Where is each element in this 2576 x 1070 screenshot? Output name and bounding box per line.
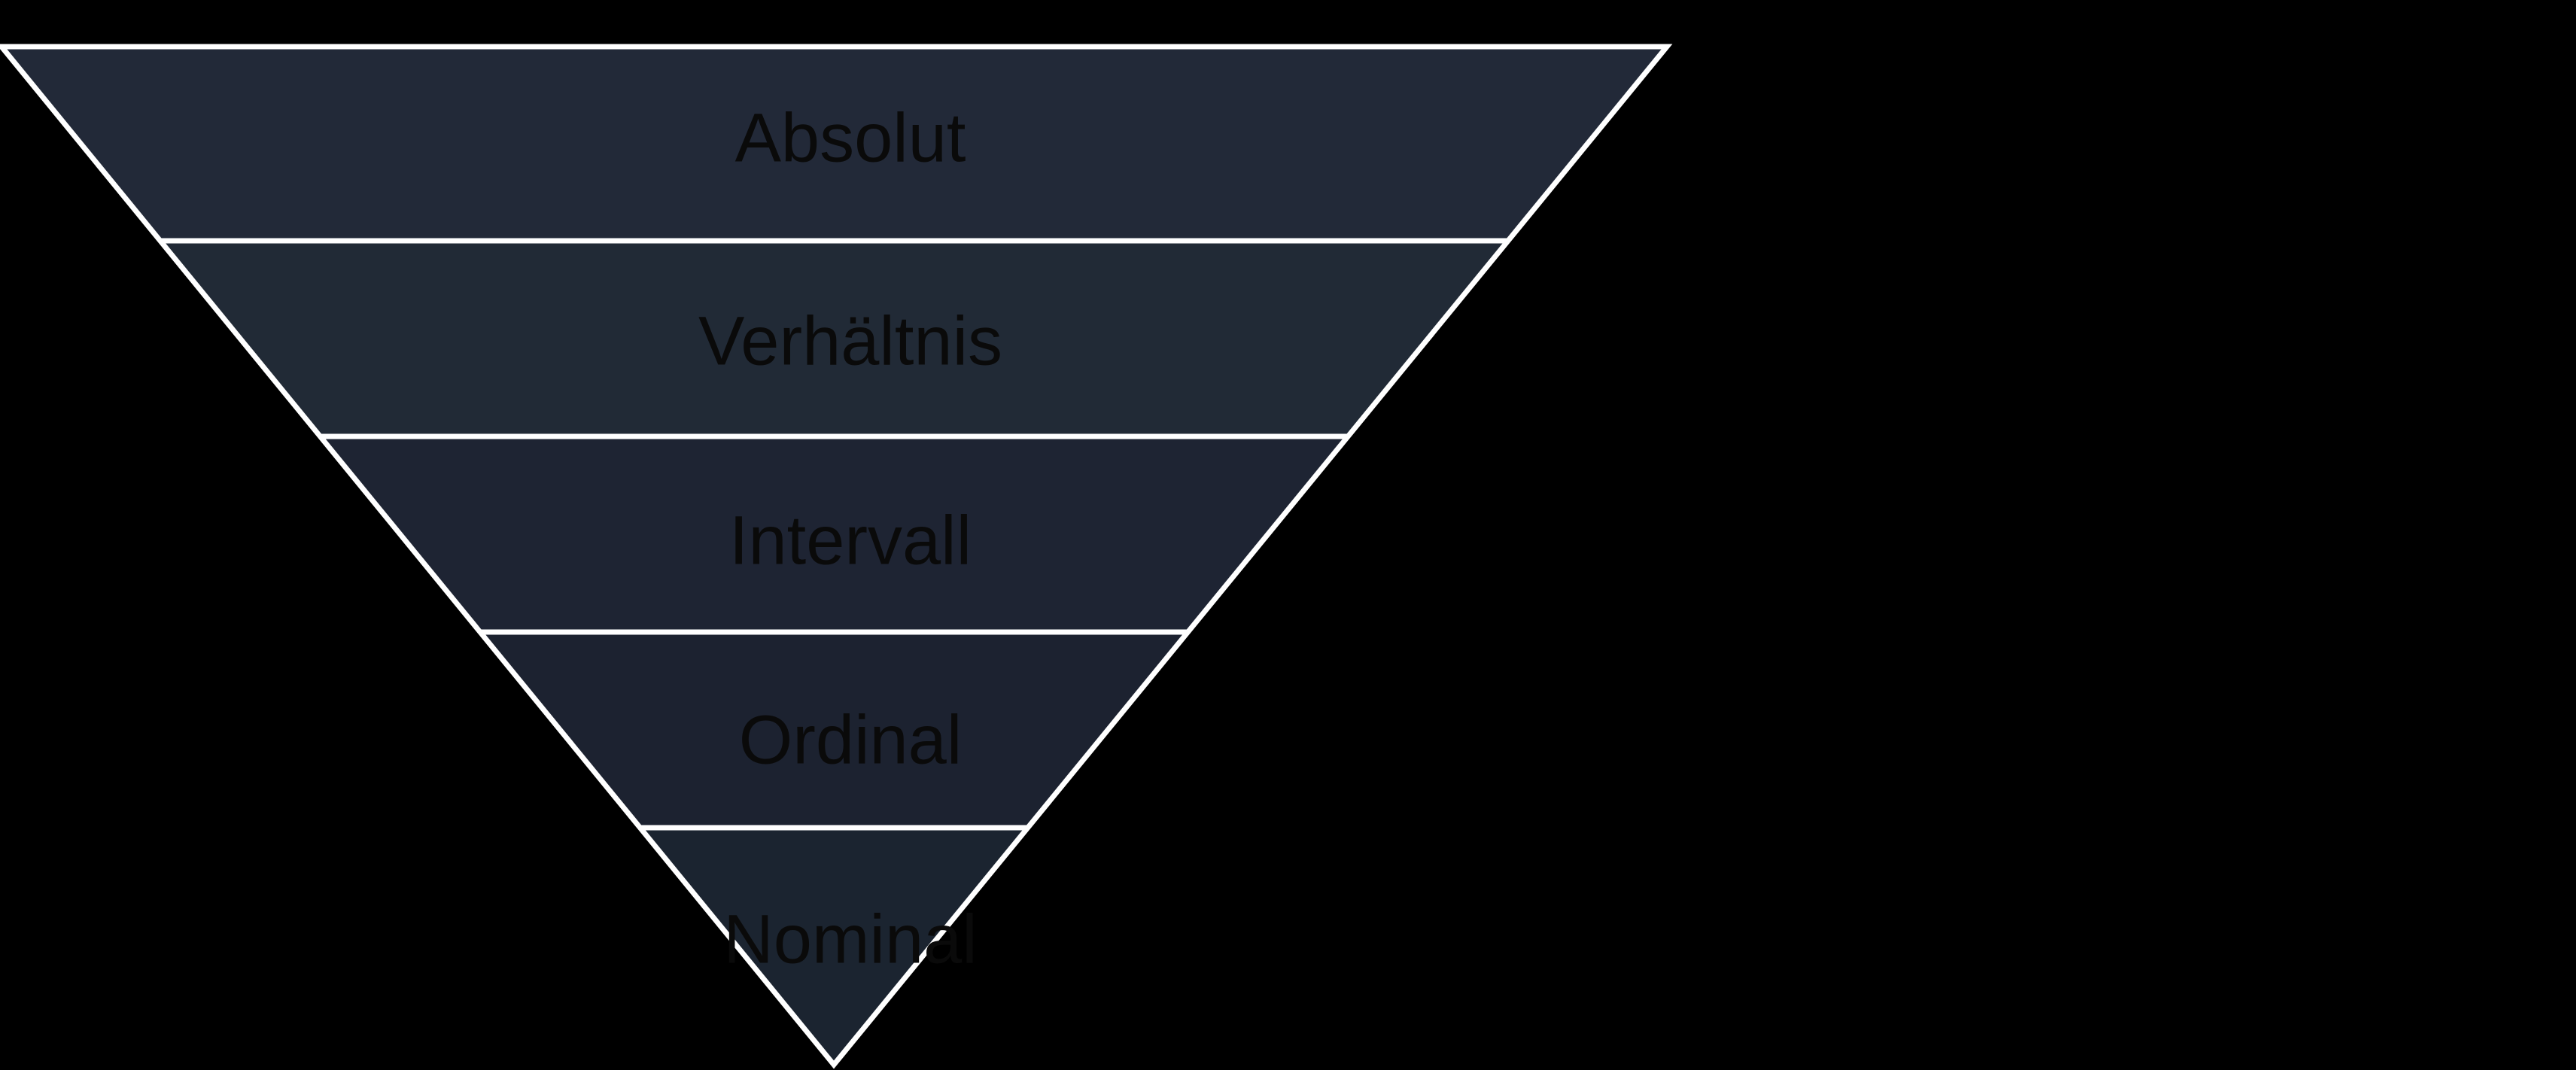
funnel-band-nominal[interactable]: [640, 828, 1028, 1065]
funnel-band-intervall[interactable]: [320, 436, 1349, 632]
funnel-band-verhältnis[interactable]: [160, 241, 1508, 436]
funnel-label-absolut: Absolut: [735, 99, 966, 176]
funnel-band-ordinal[interactable]: [479, 632, 1188, 828]
funnel-outline: [0, 44, 1673, 1069]
funnel-divider-lines: [160, 238, 1508, 831]
funnel-bands: [2, 47, 1667, 1065]
funnel-label-nominal: Nominal: [723, 901, 977, 977]
funnel-label-verhältnis: Verhältnis: [698, 302, 1002, 379]
funnel-band-absolut[interactable]: [2, 47, 1667, 241]
funnel-label-intervall: Intervall: [729, 502, 972, 579]
funnel-label-ordinal: Ordinal: [739, 701, 963, 778]
